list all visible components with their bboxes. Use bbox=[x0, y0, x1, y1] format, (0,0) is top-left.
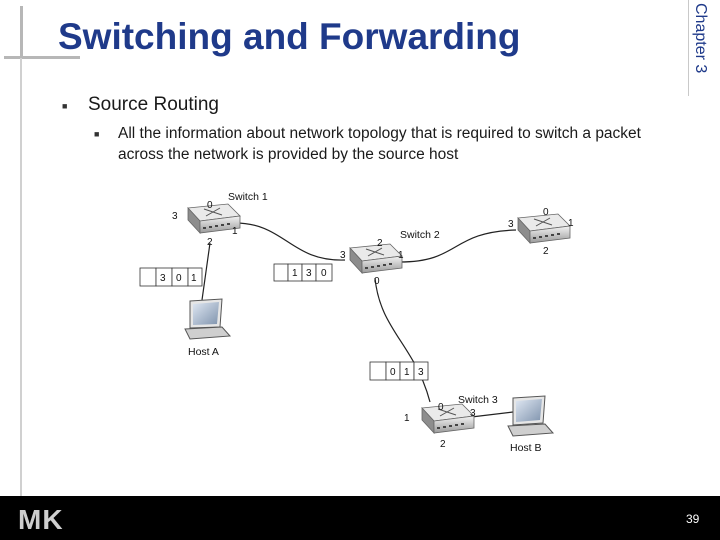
switch-1-label: Switch 1 bbox=[228, 191, 268, 203]
packet-header-2-cell-1: 3 bbox=[306, 268, 312, 279]
packet-header-3 bbox=[369, 361, 429, 381]
packet-header-2-cell-0: 1 bbox=[292, 268, 298, 279]
left-long-bar bbox=[20, 58, 22, 496]
publisher-logo: MK bbox=[18, 504, 64, 535]
switch-1-port-0: 0 bbox=[207, 200, 213, 211]
footer-bar bbox=[0, 496, 720, 540]
bullet-description: All the information about network topolo… bbox=[118, 125, 641, 163]
switch-right-port-0: 0 bbox=[543, 207, 549, 218]
host-a-laptop-icon bbox=[184, 298, 232, 340]
host-b-label: Host B bbox=[510, 442, 542, 454]
switch-1-port-1: 1 bbox=[232, 226, 238, 237]
switch-right bbox=[517, 213, 571, 245]
packet-header-1-cell-2: 1 bbox=[191, 273, 197, 284]
host-a-label: Host A bbox=[188, 346, 219, 358]
packet-header-3-cell-2: 3 bbox=[418, 367, 424, 378]
switch-3-port-3: 3 bbox=[470, 408, 476, 419]
switch-2-port-2: 2 bbox=[377, 238, 383, 249]
packet-header-3-cell-0: 0 bbox=[390, 367, 396, 378]
switch-3-port-2: 2 bbox=[440, 439, 446, 450]
switch-1-port-3: 3 bbox=[172, 211, 178, 222]
switch-2 bbox=[349, 243, 403, 275]
packet-header-2-cell-2: 0 bbox=[321, 268, 327, 279]
packet-header-1-cell-1: 0 bbox=[176, 273, 182, 284]
bullet-source-routing: Source Routing bbox=[88, 94, 219, 115]
switch-right-port-1: 1 bbox=[568, 218, 574, 229]
host-b-laptop-icon bbox=[507, 395, 555, 437]
switch-2-port-1: 1 bbox=[398, 250, 404, 261]
link-switch2-switchright bbox=[399, 229, 517, 263]
bullet-marker-l2: ■ bbox=[94, 129, 100, 139]
chapter-tab bbox=[688, 0, 720, 96]
packet-header-1 bbox=[139, 267, 203, 287]
switch-2-label: Switch 2 bbox=[400, 229, 440, 241]
switch-right-port-2: 2 bbox=[543, 246, 549, 257]
switch-3-port-0: 0 bbox=[438, 402, 444, 413]
left-horizontal-bar bbox=[4, 56, 80, 59]
link-switch2-switch3 bbox=[374, 277, 431, 403]
packet-header-3-cell-1: 1 bbox=[404, 367, 410, 378]
page-number: 39 bbox=[686, 512, 700, 526]
switch-3-label: Switch 3 bbox=[458, 394, 498, 406]
packet-header-1-cell-0: 3 bbox=[160, 273, 166, 284]
packet-header-2 bbox=[273, 263, 333, 282]
switch-right-port-3: 3 bbox=[508, 219, 514, 230]
link-switch1-switch2 bbox=[232, 222, 346, 261]
switch-1 bbox=[187, 203, 241, 235]
left-vertical-bar bbox=[20, 6, 23, 58]
switch-1-port-2: 2 bbox=[207, 237, 213, 248]
switch-2-port-3: 3 bbox=[340, 250, 346, 261]
slide-title: Switching and Forwarding bbox=[58, 16, 521, 57]
switch-3 bbox=[421, 403, 475, 435]
switch-3-port-1: 1 bbox=[404, 413, 410, 424]
bullet-marker-l1: ■ bbox=[62, 101, 68, 111]
switch-2-port-0: 0 bbox=[374, 276, 380, 287]
chapter-label: Chapter 3 bbox=[692, 3, 709, 74]
link-switch1-hosta bbox=[201, 242, 211, 301]
